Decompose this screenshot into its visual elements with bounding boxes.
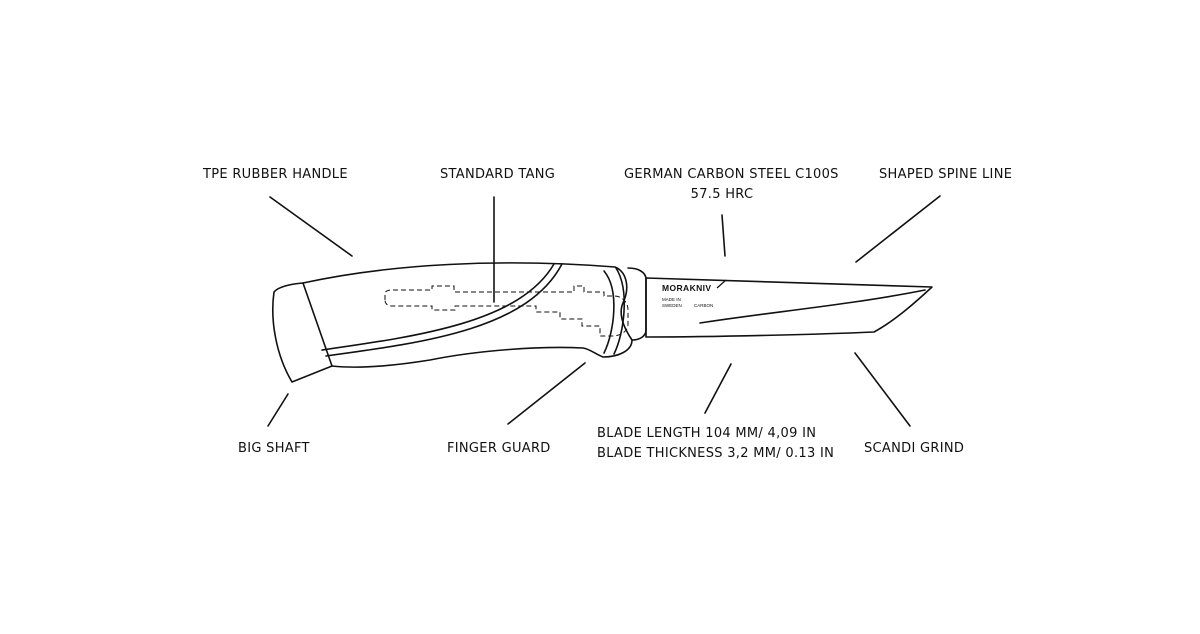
scandi-grind-line xyxy=(699,289,926,324)
label-german-carbon-steel: GERMAN CARBON STEEL C100S 57.5 HRC xyxy=(624,167,839,202)
leader-tpe-rubber-handle xyxy=(269,196,353,257)
hidden-tang-outline xyxy=(384,285,629,337)
label-blade-dimensions: BLADE LENGTH 104 MM/ 4,09 IN BLADE THICK… xyxy=(597,426,835,461)
blade-brand-text: MORAKNIV xyxy=(662,283,711,293)
label-shaped-spine-line: SHAPED SPINE LINE xyxy=(879,167,1013,182)
label-big-shaft: BIG SHAFT xyxy=(238,441,310,456)
leader-scandi-grind xyxy=(854,352,911,427)
handle-side-contour-inner xyxy=(325,263,563,357)
blade-steel-text: CARBON xyxy=(694,303,713,308)
label-tpe-rubber-handle: TPE RUBBER HANDLE xyxy=(203,167,348,182)
blade-brand-swoosh xyxy=(716,279,727,289)
blade-made-in-2: SWEDEN xyxy=(662,303,682,308)
blade-made-in-1: MADE IN xyxy=(662,297,681,302)
leader-big-shaft xyxy=(267,393,289,427)
blade-collar xyxy=(627,267,647,341)
blade xyxy=(645,277,933,338)
leader-shaped-spine-line xyxy=(855,195,941,263)
handle-ring-front-inner xyxy=(613,267,626,355)
leader-finger-guard xyxy=(507,362,586,425)
pommel xyxy=(272,282,333,383)
handle-side-contour xyxy=(321,263,555,351)
leader-german-carbon-steel xyxy=(721,214,726,257)
label-standard-tang: STANDARD TANG xyxy=(440,167,556,182)
label-scandi-grind: SCANDI GRIND xyxy=(864,441,965,456)
leader-blade-length xyxy=(704,363,732,414)
handle-body xyxy=(302,262,633,368)
label-finger-guard: FINGER GUARD xyxy=(447,441,551,456)
handle-ring-front xyxy=(603,270,615,354)
